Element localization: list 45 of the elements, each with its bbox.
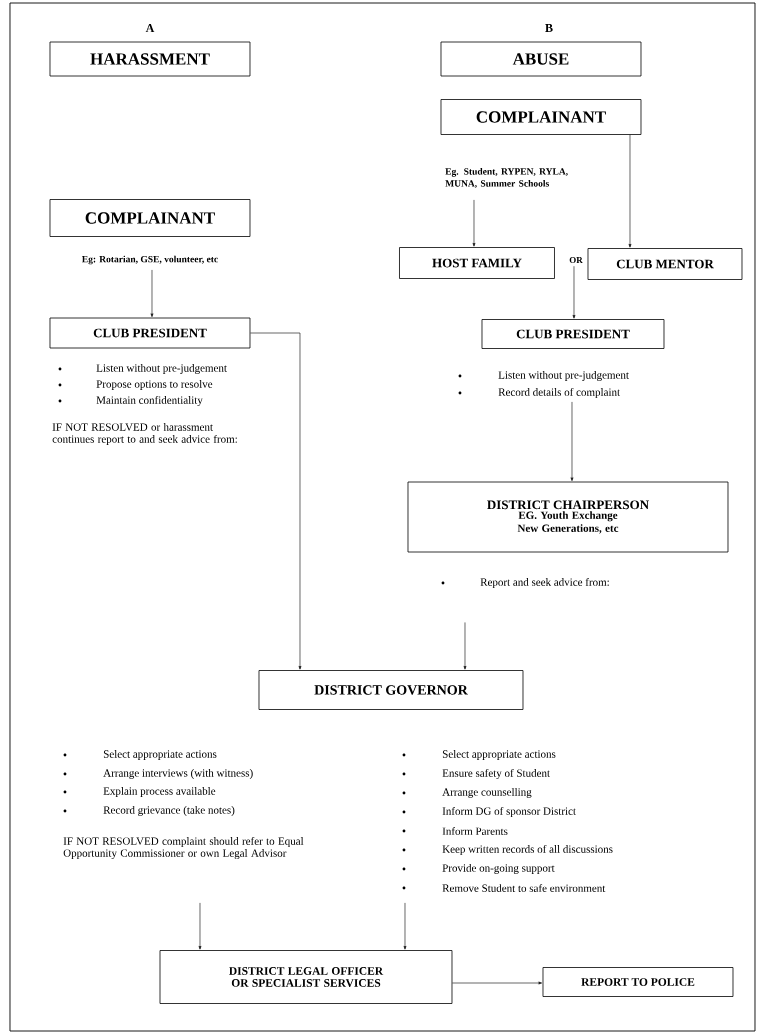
note-text: IF NOT RESOLVED or harassment continues report to and seek advice from: xyxy=(52,423,237,445)
arrow xyxy=(250,332,302,670)
bullet-item: Report and seek advice from: xyxy=(480,577,609,589)
bullet-item: Arrange interviews (with witness) xyxy=(103,769,253,779)
bullet-item: Maintain confidentiality xyxy=(96,395,203,407)
caption-text: Eg. Student, RYPEN, RYLA, MUNA, Summer Schools xyxy=(445,168,568,189)
or-label: OR xyxy=(569,257,583,264)
note-text: IF NOT RESOLVED complaint should refer to Equal Opportunity Commissioner or own Legal Advisor xyxy=(63,836,304,860)
arrow xyxy=(463,622,467,670)
heading-box: HARASSMENT xyxy=(49,41,251,77)
bullet-item: Keep written records of all discussions xyxy=(442,844,613,856)
process-box: CLUB MENTOR xyxy=(587,248,743,280)
bullet-item: Listen without pre-judgement xyxy=(498,371,629,381)
process-box: CLUB PRESIDENT xyxy=(481,319,665,349)
bullet-item: Provide on-going support xyxy=(442,864,555,874)
process-box: CLUB PRESIDENT xyxy=(49,317,251,349)
bullet-item: Explain process available xyxy=(103,787,216,797)
bullet-item: Select appropriate actions xyxy=(103,750,217,760)
bullet-item: Remove Student to safe environment xyxy=(442,884,606,892)
bullet-item: Arrange counselling xyxy=(442,788,532,798)
process-box: DISTRICT CHAIRPERSON EG. Youth Exchange New Generations, etc xyxy=(407,481,729,553)
heading-box: ABUSE xyxy=(440,41,642,77)
arrow xyxy=(472,199,476,247)
caption-text: Eg: Rotarian, GSE, volunteer, etc xyxy=(82,255,218,265)
bullet-item: Listen without pre-judgement xyxy=(96,364,227,374)
arrow xyxy=(572,265,576,319)
arrow xyxy=(628,134,632,248)
arrow xyxy=(570,401,574,481)
bullet-item: Ensure safety of Student xyxy=(442,768,550,780)
process-box: DISTRICT LEGAL OFFICER OR SPECIALIST SERVICES xyxy=(159,950,453,1004)
arrow xyxy=(198,902,202,950)
arrow xyxy=(452,981,542,985)
bullet-item: Record grievance (take notes) xyxy=(103,806,235,816)
bullet-item: Record details of complaint xyxy=(498,387,621,399)
bullet-item: Select appropriate actions xyxy=(442,750,556,760)
process-box: COMPLAINANT xyxy=(49,199,251,237)
process-box: REPORT TO POLICE xyxy=(542,967,734,997)
bullet-item: Propose options to resolve xyxy=(96,380,213,390)
bullet-item: Inform Parents xyxy=(442,827,508,835)
process-box: HOST FAMILY xyxy=(399,247,555,279)
arrow xyxy=(403,902,407,950)
bullet-item: Inform DG of sponsor District xyxy=(442,806,576,818)
process-box: COMPLAINANT xyxy=(440,99,642,135)
arrow xyxy=(150,269,154,317)
process-box: DISTRICT GOVERNOR xyxy=(258,670,524,710)
